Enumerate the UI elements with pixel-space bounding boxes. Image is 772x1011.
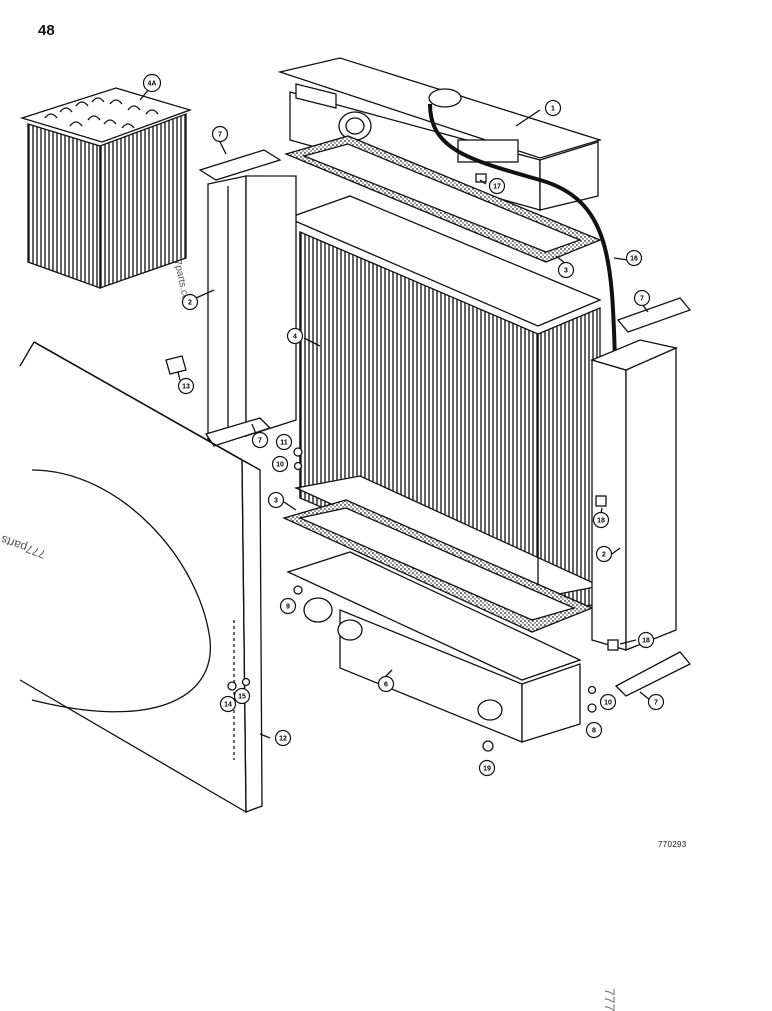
svg-text:18: 18 [597, 518, 605, 525]
svg-text:4A: 4A [148, 81, 157, 88]
svg-text:2: 2 [188, 300, 192, 307]
bracket-7 [198, 149, 282, 181]
bracket-7 [614, 651, 692, 697]
svg-text:3: 3 [564, 268, 568, 275]
callout: 7 [633, 289, 651, 307]
svg-text:7: 7 [640, 296, 644, 303]
svg-text:19: 19 [483, 766, 491, 773]
svg-text:7: 7 [654, 700, 658, 707]
callout: 7 [211, 125, 229, 143]
svg-text:7: 7 [218, 132, 222, 139]
svg-text:8: 8 [592, 728, 596, 735]
side-channel-right-2 [590, 339, 679, 651]
callout: 10 [271, 455, 289, 473]
callout: 2 [595, 545, 613, 563]
callout: 4 [286, 327, 304, 345]
bracket-7 [616, 297, 692, 333]
callout: 10 [599, 693, 617, 711]
callout: 7 [647, 693, 665, 711]
core-section-4a [19, 87, 193, 289]
clip-13 [165, 355, 187, 375]
callout: 17 [488, 177, 506, 195]
svg-text:9: 9 [286, 604, 290, 611]
svg-text:13: 13 [182, 384, 190, 391]
figure-code: 770293 [658, 840, 687, 849]
overflow-hose-16 [428, 103, 617, 361]
page-number: 48 [38, 22, 55, 39]
callout: 1 [544, 99, 562, 117]
svg-text:11: 11 [280, 440, 288, 447]
callout: 7 [251, 431, 269, 449]
svg-text:14: 14 [224, 702, 232, 709]
callout: 2 [181, 293, 199, 311]
svg-text:7: 7 [258, 438, 262, 445]
svg-text:15: 15 [238, 694, 246, 701]
svg-text:16: 16 [630, 256, 638, 263]
svg-text:10: 10 [604, 700, 612, 707]
callout-group: 1 2 2 3 3 4 4A 6 7 7 7 7 8 9 10 10 11 12… [142, 73, 665, 777]
callout: 14 [219, 695, 237, 713]
callout: 9 [279, 597, 297, 615]
svg-text:18: 18 [642, 638, 650, 645]
callout: 15 [233, 687, 251, 705]
svg-text:2: 2 [602, 552, 606, 559]
svg-text:6: 6 [384, 682, 388, 689]
callout: 12 [274, 729, 292, 747]
callout: 19 [478, 759, 496, 777]
svg-text:12: 12 [279, 736, 287, 743]
bottom-tank-6 [286, 551, 582, 743]
svg-text:17: 17 [493, 184, 501, 191]
top-tank-1 [277, 57, 603, 211]
svg-text:4: 4 [293, 334, 297, 341]
callout: 8 [585, 721, 603, 739]
svg-text:3: 3 [274, 498, 278, 505]
callout: 4A [142, 73, 162, 93]
callout: 18 [592, 511, 610, 529]
side-channel-left-2 [207, 175, 297, 441]
callout: 18 [637, 631, 655, 649]
callout: 16 [625, 249, 643, 267]
callout: 11 [275, 433, 293, 451]
callout: 3 [267, 491, 285, 509]
callout: 3 [557, 261, 575, 279]
svg-text:10: 10 [276, 462, 284, 469]
callout: 6 [377, 675, 395, 693]
svg-text:1: 1 [551, 106, 555, 113]
fan-shroud-12 [19, 341, 263, 814]
callout: 13 [177, 377, 195, 395]
